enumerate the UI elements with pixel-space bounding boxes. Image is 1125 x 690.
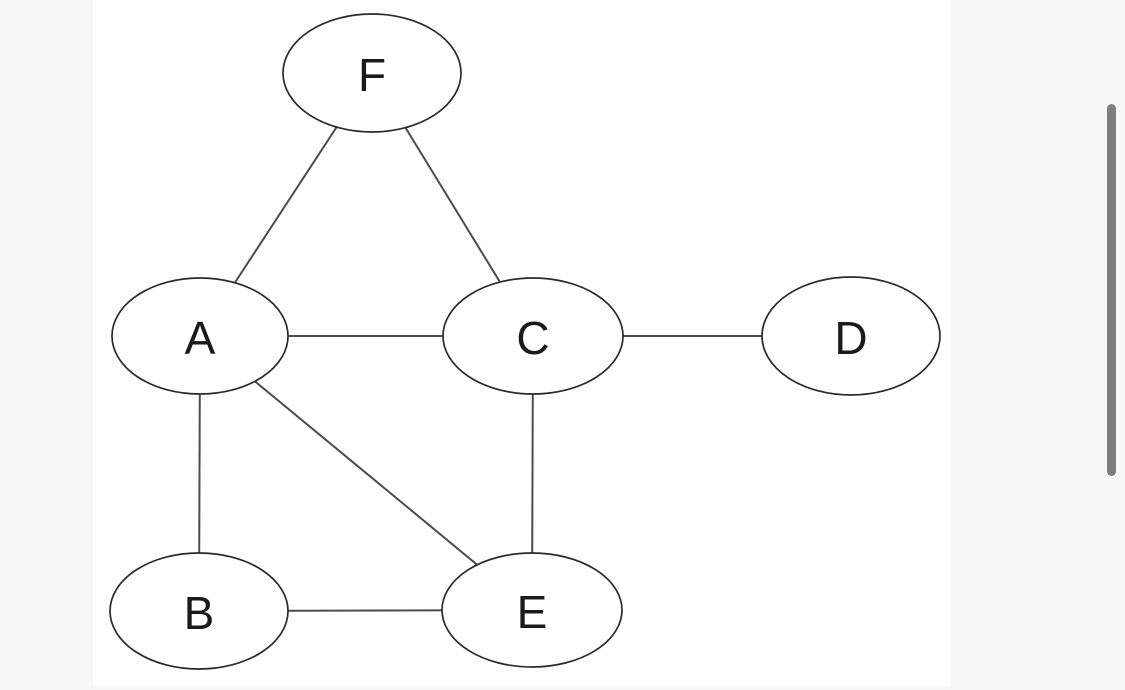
graph-node-C bbox=[442, 277, 624, 395]
graph-node-label-C: C bbox=[516, 312, 549, 364]
graph-node-D bbox=[761, 276, 941, 396]
graph-node-label-E: E bbox=[517, 586, 548, 638]
graph-node-label-A: A bbox=[185, 312, 216, 364]
graph-node-A bbox=[111, 277, 289, 395]
graph-diagram: F A C D B E bbox=[109, 13, 941, 670]
graph-node-label-B: B bbox=[184, 587, 215, 639]
graph-node-E bbox=[441, 552, 623, 668]
document-page: F A C D B E bbox=[93, 0, 951, 686]
scrollbar-thumb[interactable] bbox=[1107, 104, 1116, 476]
graph-node-label-D: D bbox=[834, 312, 867, 364]
graph-node-label-F: F bbox=[358, 49, 386, 101]
graph-node-F bbox=[282, 13, 462, 133]
graph-node-B bbox=[109, 552, 289, 670]
